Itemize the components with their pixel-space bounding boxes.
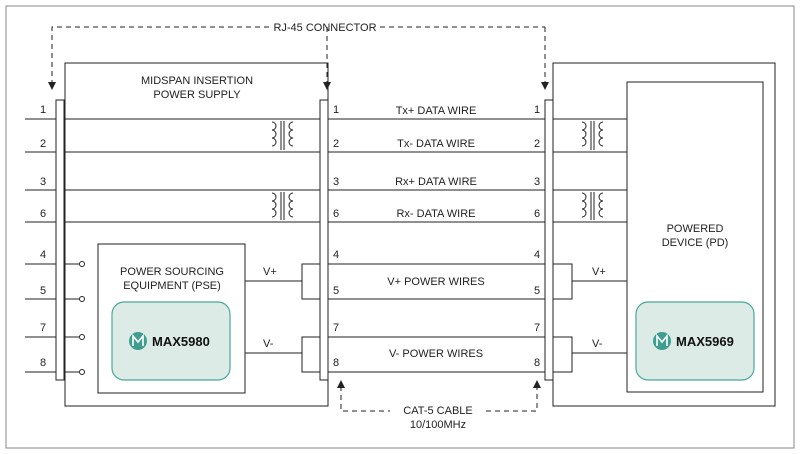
wire-label-rx-plus: Rx+ DATA WIRE	[395, 176, 477, 188]
outer-frame	[5, 5, 795, 449]
connector-bar-middle	[319, 99, 329, 381]
pse-vplus-label: V+	[263, 266, 277, 278]
midspan-label-line2: POWER SUPPLY	[153, 89, 241, 101]
pd-chip	[635, 301, 755, 381]
wire-label-v-plus: V+ POWER WIRES	[387, 276, 485, 288]
terminal-circle-icon	[79, 261, 85, 267]
pin-label: 3	[40, 176, 46, 188]
transformer-icon	[581, 192, 604, 220]
connector-bar-left	[55, 99, 65, 381]
rj45-connector-label: RJ-45 CONNECTOR	[273, 22, 376, 34]
terminal-circle-icon	[79, 369, 85, 375]
power-cable-lines	[328, 263, 627, 373]
pse-label-line2: EQUIPMENT (PSE)	[123, 280, 221, 292]
terminal-circles	[79, 261, 85, 375]
cat5-cable-bracket	[340, 386, 538, 412]
rj45-connector-bracket	[51, 26, 546, 85]
transformer-icon	[271, 121, 294, 150]
pin-label: 3	[333, 176, 339, 188]
pin-label: 4	[534, 249, 540, 261]
pse-chip	[111, 301, 231, 381]
pin-label: 3	[534, 176, 540, 188]
maxim-logo-icon	[653, 332, 671, 350]
cat5-arrowheads	[337, 380, 541, 388]
pse-power-outputs	[245, 263, 320, 373]
rj45-arrowheads	[48, 82, 549, 90]
wire-label-v-minus: V- POWER WIRES	[389, 348, 483, 360]
pin-label: 7	[333, 322, 339, 334]
pin-label: 1	[40, 104, 46, 116]
pin-label: 7	[40, 322, 46, 334]
midspan-label-line1: MIDSPAN INSERTION	[141, 75, 253, 87]
pse-vminus-label: V-	[263, 338, 274, 350]
pin-label: 5	[534, 285, 540, 297]
pin-label: 8	[333, 357, 339, 369]
pin-label: 4	[333, 249, 339, 261]
pin-label: 5	[333, 285, 339, 297]
pin-label: 8	[534, 357, 540, 369]
pd-label-line1: POWERED	[667, 223, 724, 235]
pin-label: 6	[333, 208, 339, 220]
pin-label: 2	[333, 138, 339, 150]
pin-label: 6	[40, 208, 46, 220]
pse-box	[97, 243, 246, 394]
pse-chip-label: MAX5980	[152, 334, 210, 349]
pin-label: 4	[40, 249, 46, 261]
connector-bar-right	[544, 99, 554, 381]
pin-label: 7	[534, 322, 540, 334]
pd-chip-label: MAX5969	[676, 334, 734, 349]
transformer-icon	[271, 192, 294, 220]
pd-vminus-label: V-	[592, 338, 603, 350]
maxim-logo-icon	[129, 332, 147, 350]
cat5-cable-label-line1: CAT-5 CABLE	[403, 405, 473, 417]
pd-vplus-label: V+	[592, 266, 606, 278]
terminal-circle-icon	[79, 334, 85, 340]
pin-label: 6	[534, 208, 540, 220]
pd-inner-box	[626, 81, 764, 393]
wire-label-tx-plus: Tx+ DATA WIRE	[396, 105, 477, 117]
pin-label: 2	[534, 138, 540, 150]
wire-label-rx-minus: Rx- DATA WIRE	[396, 208, 475, 220]
pin-label: 1	[534, 104, 540, 116]
data-lines	[25, 118, 627, 223]
wire-label-tx-minus: Tx- DATA WIRE	[397, 138, 475, 150]
pin-label: 5	[40, 285, 46, 297]
transformer-icon	[581, 121, 604, 150]
terminal-circle-icon	[79, 296, 85, 302]
pd-label-line2: DEVICE (PD)	[662, 237, 729, 249]
pin-label: 1	[333, 104, 339, 116]
cat5-cable-label-line2: 10/100MHz	[410, 419, 466, 431]
pin-label: 2	[40, 138, 46, 150]
pin-label: 8	[40, 357, 46, 369]
power-left-stubs	[25, 263, 79, 373]
pse-label-line1: POWER SOURCING	[120, 266, 224, 278]
